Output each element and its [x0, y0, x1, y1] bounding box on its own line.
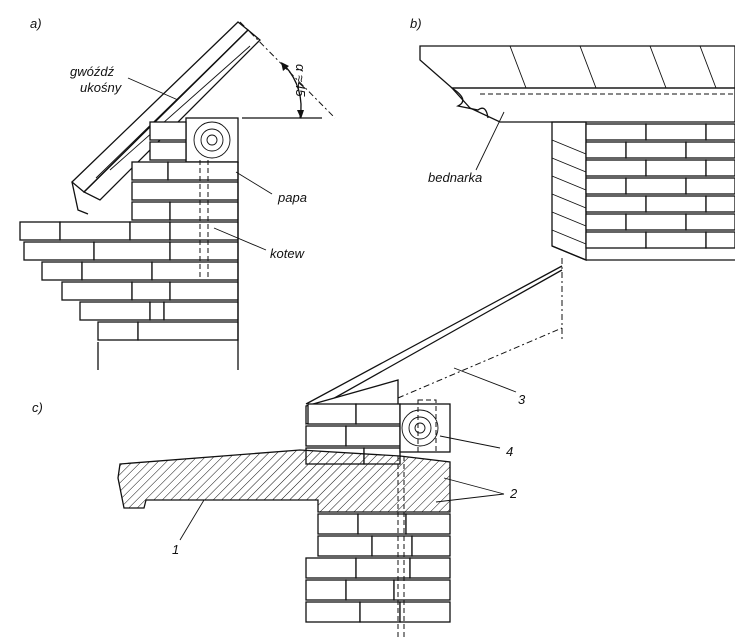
- eave-slab: [419, 45, 735, 123]
- leader-gwozdz: [127, 77, 179, 101]
- panel-c-drawing: c) 1 2 3 4: [32, 258, 563, 637]
- roof-rafter: [71, 21, 261, 215]
- label-gwozdz-line2: ukośny: [80, 80, 123, 95]
- panel-b-drawing: b) bednarka: [410, 16, 735, 261]
- label-papa: papa: [277, 190, 307, 205]
- label-kotew: kotew: [270, 246, 306, 261]
- leader-1: [179, 499, 205, 541]
- wall-plate-log-c: [399, 399, 451, 453]
- label-3: 3: [518, 392, 526, 407]
- panel-label-a: a): [30, 16, 42, 31]
- label-2: 2: [509, 486, 518, 501]
- brick-wall-a: [19, 121, 239, 370]
- brick-wall-b: [551, 121, 735, 261]
- leader-3: [453, 367, 517, 393]
- leader-bednarka: [475, 111, 505, 171]
- brick-wall-c-lower: [305, 456, 451, 637]
- panel-label-c: c): [32, 400, 43, 415]
- leader-2b: [435, 493, 505, 503]
- concrete-slab: [117, 449, 451, 513]
- panel-label-b: b): [410, 16, 422, 31]
- label-4: 4: [506, 444, 513, 459]
- roof-angle-marker: [239, 21, 336, 119]
- panel-a-drawing: a) gwóźdź ukośny α ≈45 papa kotew: [19, 16, 336, 370]
- label-1: 1: [172, 542, 179, 557]
- leader-kotew: [213, 227, 267, 251]
- label-gwozdz-line1: gwóźdź: [70, 64, 115, 79]
- leader-4: [439, 435, 501, 449]
- label-bednarka: bednarka: [428, 170, 482, 185]
- wall-plate-log: [185, 117, 239, 163]
- label-alpha: α ≈45: [293, 64, 308, 97]
- leader-2a: [443, 477, 505, 495]
- leader-papa: [235, 171, 273, 195]
